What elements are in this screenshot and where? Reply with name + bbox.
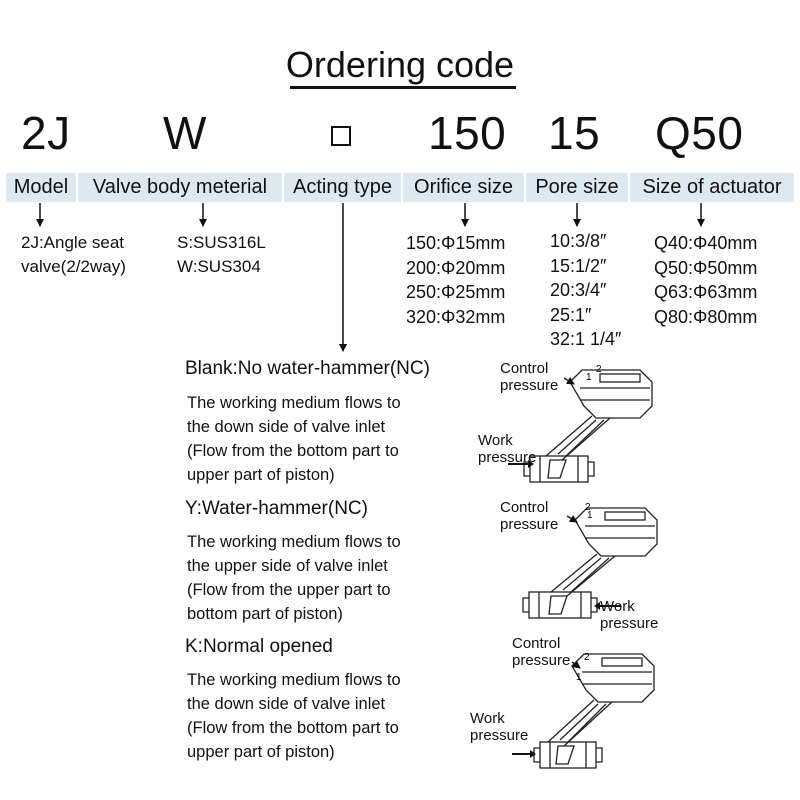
body-material-option: W:SUS304 (177, 257, 261, 276)
orifice-size-options: 150:Φ15mm 200:Φ20mm 250:Φ25mm 320:Φ32mm (406, 231, 505, 329)
header-actuator-size: Size of actuator (630, 173, 794, 202)
desc-line: (Flow from the bottom part to (187, 442, 399, 460)
diagram1-work-pressure-label: Work pressure (478, 432, 536, 466)
code-body-material: W (163, 107, 207, 159)
label-line: pressure (512, 652, 571, 669)
orifice-size-option: 320:Φ32mm (406, 306, 506, 327)
label-line: pressure (470, 727, 529, 744)
header-model: Model (6, 173, 76, 202)
model-options: 2J:Angle seat valve(2/2way) (21, 231, 126, 279)
acting-mode-desc-k: The working medium flows to the down sid… (187, 668, 401, 764)
acting-mode-title-blank: Blank:No water-hammer(NC) (185, 358, 430, 379)
label-line: Work (470, 710, 505, 727)
label-line: Work (478, 432, 513, 449)
label-line: pressure (500, 377, 559, 394)
label-line: pressure (478, 449, 537, 466)
label-line: Control (500, 499, 549, 516)
desc-line: upper part of piston) (187, 466, 335, 484)
title-underline (290, 86, 516, 89)
diagram3-port2: 2 (584, 652, 590, 663)
desc-line: the down side of valve inlet (187, 418, 386, 436)
pore-size-option: 20:3/4″ (550, 280, 607, 300)
header-acting-type: Acting type (284, 173, 401, 202)
actuator-size-option: Q63:Φ63mm (654, 282, 758, 302)
model-option-line: valve(2/2way) (21, 257, 126, 276)
header-pore-size: Pore size (526, 173, 628, 202)
model-option-line: 2J:Angle seat (21, 233, 125, 252)
body-material-options: S:SUS316L W:SUS304 (177, 231, 266, 279)
desc-line: the down side of valve inlet (187, 695, 386, 713)
label-line: Control (500, 360, 549, 377)
diagram2-port1: 1 (587, 510, 593, 521)
code-orifice-size: 150 (428, 107, 507, 159)
diagram2-port2: 2 (585, 502, 591, 513)
label-line: Control (512, 635, 561, 652)
code-acting-type-blank-box (331, 126, 351, 146)
diagram1-control-pressure-label: Control pressure (500, 360, 558, 394)
pore-size-option: 10:3/8″ (550, 231, 607, 251)
diagram3-control-pressure-label: Control pressure (512, 635, 570, 669)
pore-size-option: 32:1 1/4″ (550, 329, 622, 349)
diagram2-control-pressure-label: Control pressure (500, 499, 558, 533)
header-orifice-size: Orifice size (403, 173, 524, 202)
orifice-size-option: 250:Φ25mm (406, 282, 506, 302)
actuator-size-option: Q40:Φ40mm (654, 233, 758, 253)
body-material-option: S:SUS316L (177, 233, 266, 252)
acting-mode-title-k: K:Normal opened (185, 636, 333, 657)
header-valve-body-material: Valve body meterial (78, 173, 282, 202)
code-pore-size: 15 (548, 107, 601, 159)
diagram3-valve-drawing: 1 2 (512, 652, 655, 769)
pore-size-option: 15:1/2″ (550, 255, 607, 276)
actuator-size-option: Q80:Φ80mm (654, 306, 758, 327)
diagram3-work-pressure-label: Work pressure (470, 710, 528, 744)
desc-line: (Flow from the bottom part to (187, 719, 399, 737)
desc-line: (Flow from the upper part to (187, 581, 391, 599)
diagram1-port1: 1 (586, 372, 592, 383)
code-model: 2J (21, 107, 71, 159)
acting-mode-desc-blank: The working medium flows to the down sid… (187, 391, 401, 487)
pore-size-option: 25:1″ (550, 304, 592, 325)
acting-mode-title-y: Y:Water-hammer(NC) (185, 498, 368, 519)
actuator-size-option: Q50:Φ50mm (654, 257, 758, 278)
desc-line: bottom part of piston) (187, 605, 343, 623)
desc-line: The working medium flows to (187, 533, 401, 551)
orifice-size-option: 200:Φ20mm (406, 257, 506, 278)
desc-line: The working medium flows to (187, 394, 401, 412)
desc-line: The working medium flows to (187, 671, 401, 689)
actuator-size-options: Q40:Φ40mm Q50:Φ50mm Q63:Φ63mm Q80:Φ80mm (654, 231, 757, 329)
code-actuator-size: Q50 (655, 107, 744, 159)
acting-mode-desc-y: The working medium flows to the upper si… (187, 530, 401, 626)
diagram1-valve-drawing: 1 2 (508, 364, 653, 483)
orifice-size-option: 150:Φ15mm (406, 233, 506, 253)
desc-line: the upper side of valve inlet (187, 557, 388, 575)
pore-size-options: 10:3/8″ 15:1/2″ 20:3/4″ 25:1″ 32:1 1/4″ (550, 229, 621, 352)
label-line: pressure (500, 516, 559, 533)
desc-line: upper part of piston) (187, 743, 335, 761)
label-line: pressure (600, 615, 659, 632)
diagram3-port1: 1 (576, 672, 582, 683)
diagram2-valve-drawing: 1 2 (522, 502, 658, 619)
page-title: Ordering code (285, 44, 515, 85)
diagram1-port2: 2 (596, 364, 602, 375)
